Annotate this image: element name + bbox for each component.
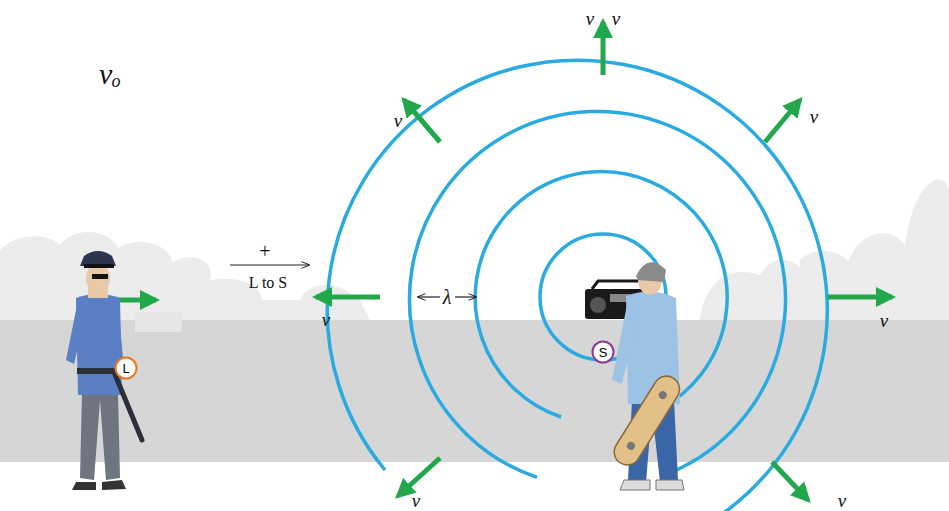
direction-label: L to S: [249, 275, 288, 291]
marker-letter: S: [599, 346, 608, 359]
listener-marker: L: [114, 356, 138, 380]
velocity-label: v: [322, 310, 330, 329]
velocity-label: v: [586, 9, 594, 28]
velocity-label: v: [880, 311, 888, 330]
sign-plus: +: [259, 241, 270, 261]
wavelength-label: λ: [443, 287, 452, 307]
ground-patch: [135, 312, 182, 332]
velocity-label: v: [612, 9, 620, 28]
policeman: [66, 251, 142, 490]
velocity-label: v: [412, 491, 420, 510]
observer-velocity: vₒ: [99, 59, 121, 89]
skater: [609, 262, 684, 490]
direction-arrow: [230, 264, 309, 265]
velocity-label: v: [394, 111, 402, 130]
marker-letter: L: [122, 362, 129, 375]
velocity-label: v: [810, 107, 818, 126]
source-marker: S: [591, 340, 615, 364]
velocity-label: v: [838, 491, 846, 510]
wavefronts: [327, 60, 827, 511]
velocity-arrows: [117, 22, 892, 500]
